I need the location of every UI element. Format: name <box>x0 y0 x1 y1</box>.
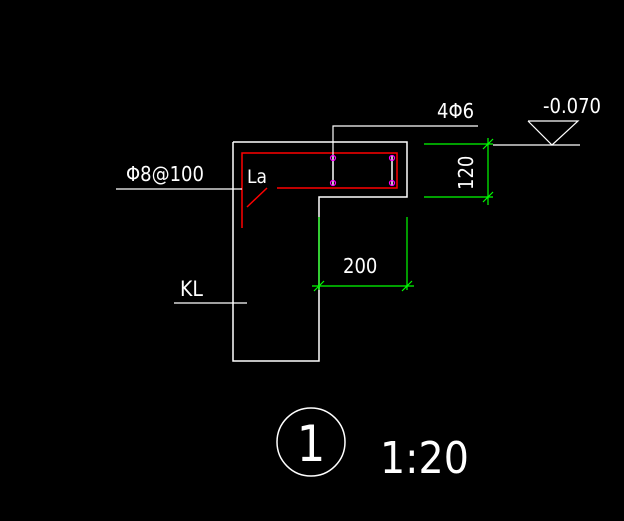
width-dimension <box>312 217 414 292</box>
concrete-outline <box>232 141 408 362</box>
rebar-point <box>329 179 337 187</box>
detail-number-circle <box>276 407 346 477</box>
anchorage-bar-hook <box>246 187 268 208</box>
dimension-tick <box>313 280 325 292</box>
dimension-tick <box>482 191 494 203</box>
top-rebar-label: 4Φ6 <box>437 99 474 123</box>
rebar-point <box>388 154 396 162</box>
stirrup-label: Φ8@100 <box>126 162 204 186</box>
dimension-tick <box>482 138 494 150</box>
width-value: 200 <box>343 254 377 278</box>
detail-scale: 1:20 <box>380 433 469 484</box>
anchorage-label: La <box>247 166 267 188</box>
dimension-tick <box>401 280 413 292</box>
top-rebar-leader <box>332 125 478 155</box>
detail-number: 1 <box>297 415 326 473</box>
thickness-value: 120 <box>454 156 478 190</box>
elevation-label: -0.070 <box>543 94 601 118</box>
anchorage-rebar <box>241 152 398 228</box>
beam-label: KL <box>180 277 203 301</box>
elevation-triangle <box>527 120 580 146</box>
thickness-dimension <box>424 138 494 205</box>
rebar-point <box>329 154 337 162</box>
rebar-point <box>388 179 396 187</box>
